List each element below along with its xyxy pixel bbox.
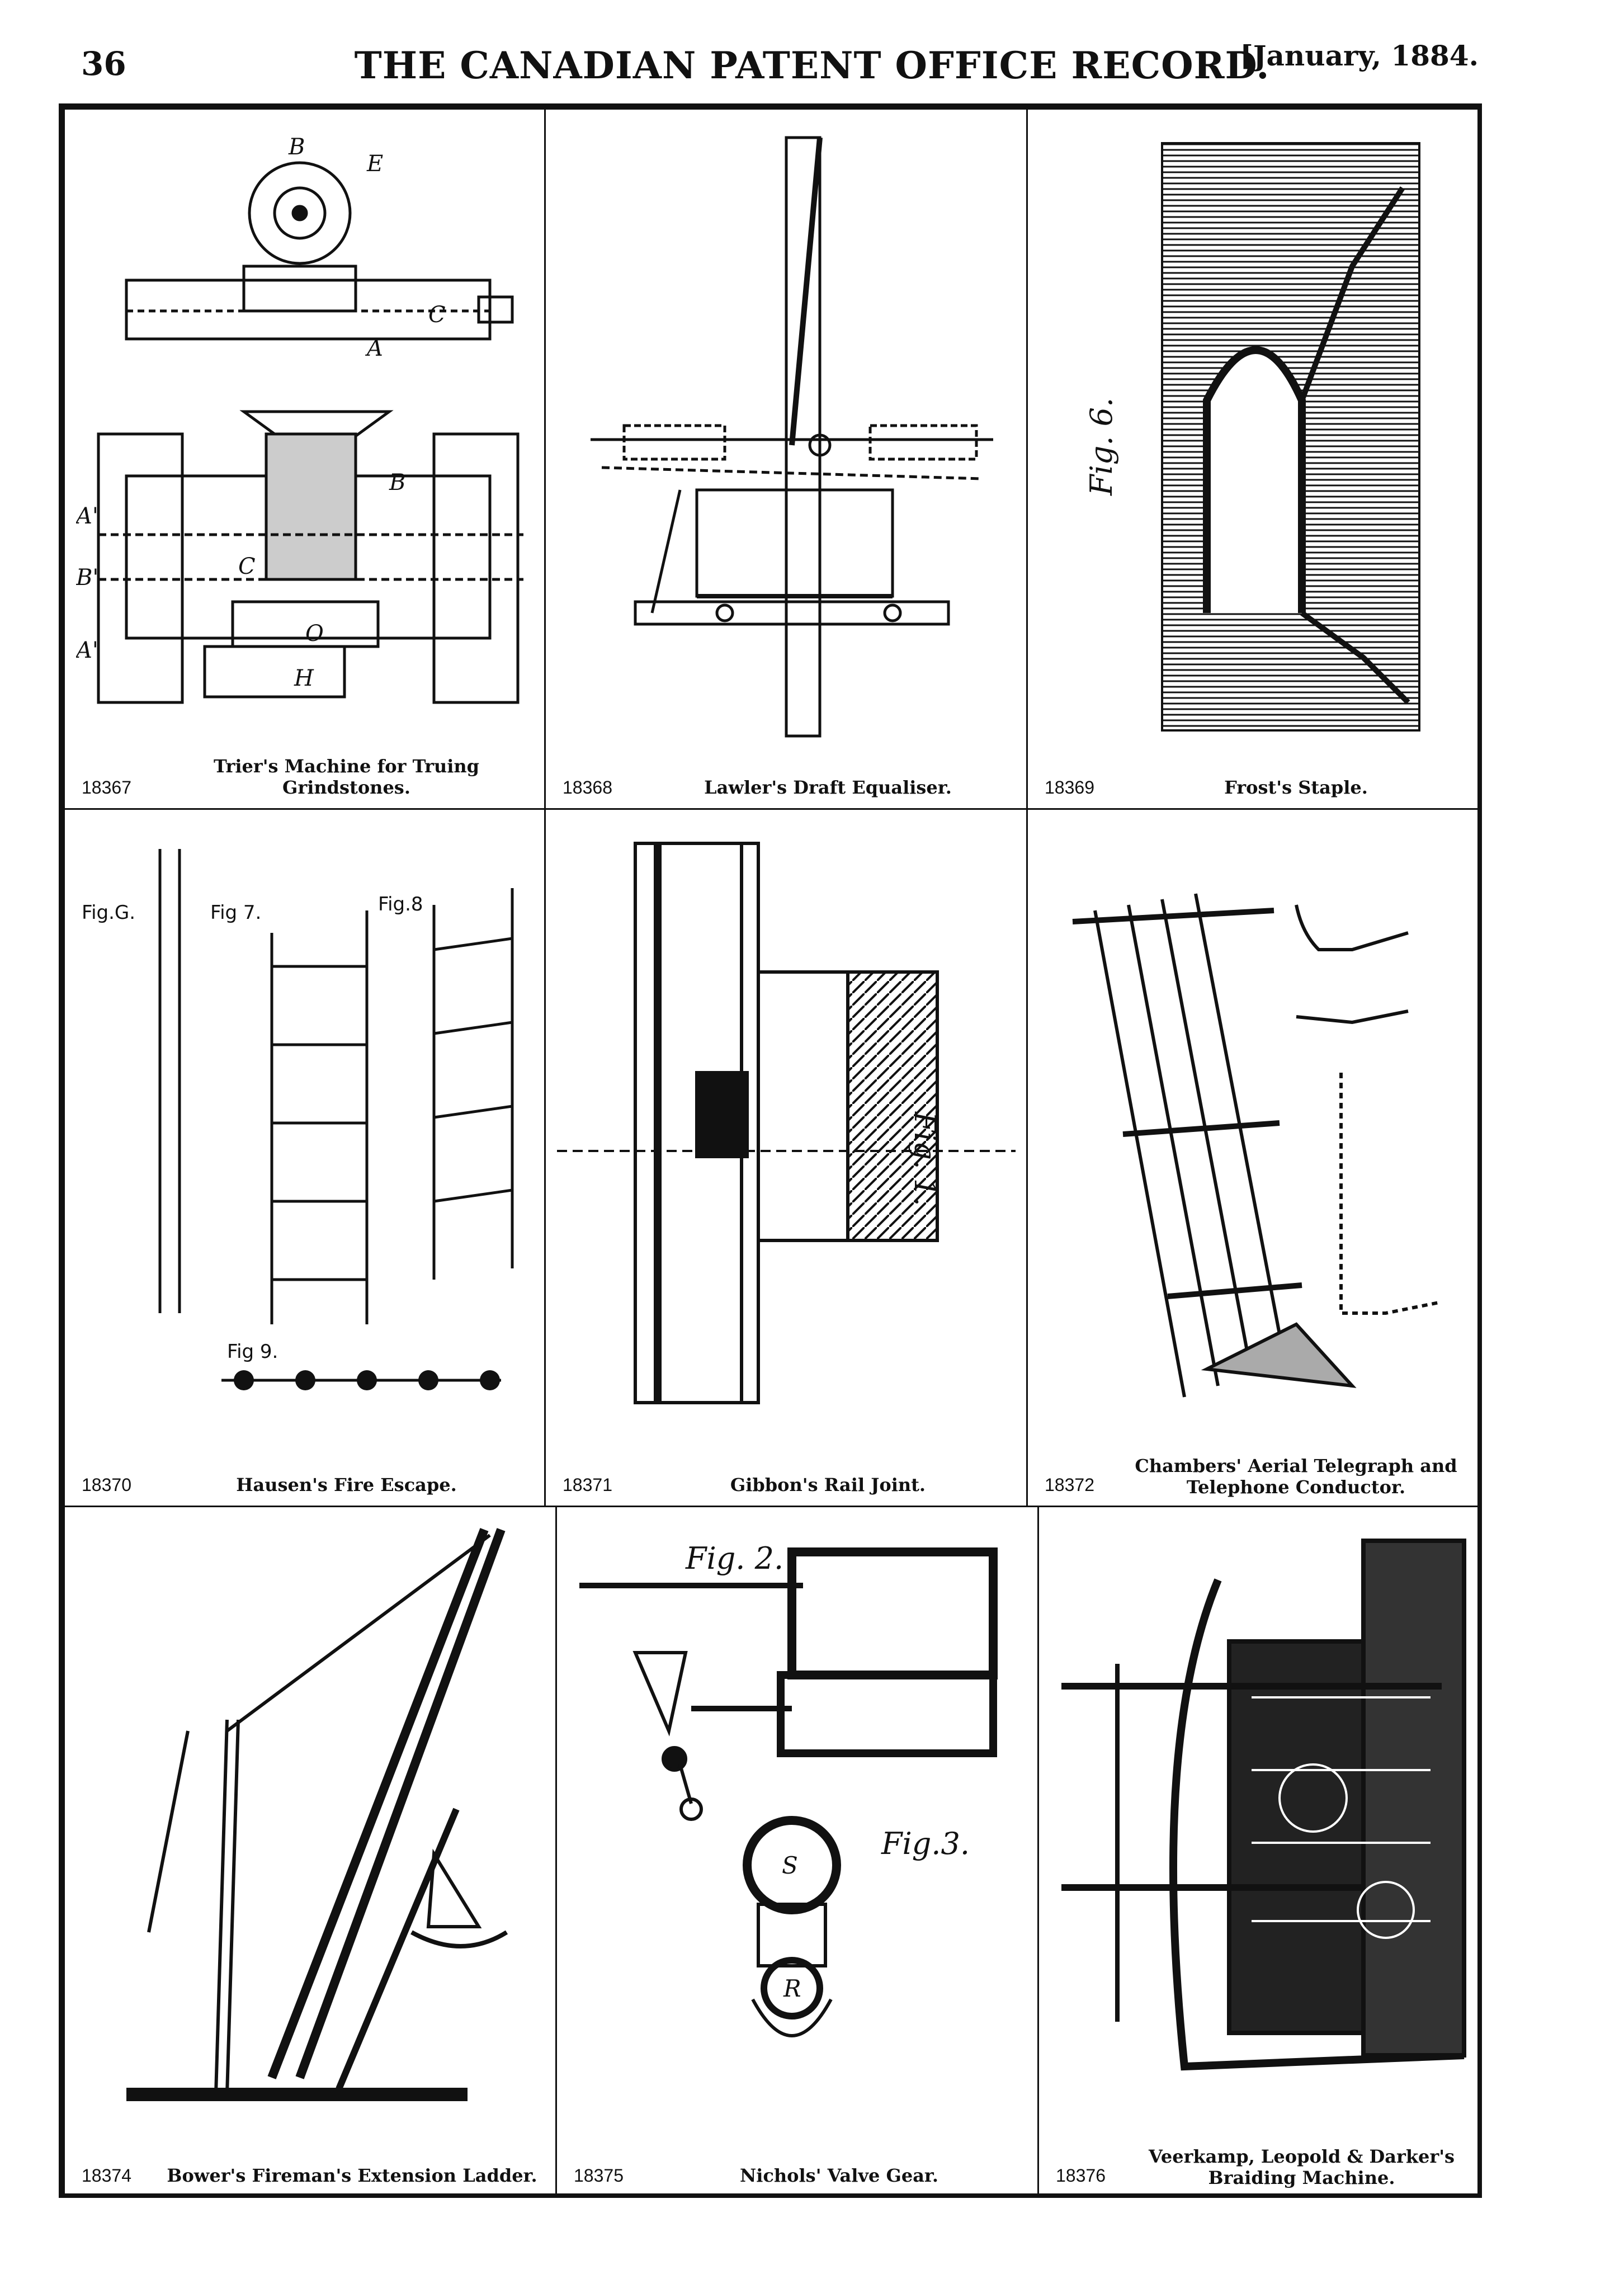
braiding-machine-drawing xyxy=(1061,1539,1466,2071)
figure-label: Fig. 1. xyxy=(908,1111,941,1206)
patent-cell-18371: Fig. 1. 18371 Gibbon's Rail Joint. xyxy=(544,808,1028,1507)
svg-text:R: R xyxy=(783,1975,801,2002)
patent-cell-18375: Fig. 2. Fig.3. S R xyxy=(555,1506,1039,2198)
page-number: 36 xyxy=(81,45,126,83)
svg-text:H: H xyxy=(294,666,314,691)
patent-cell-18370: Fig.G. Fig 7. Fig.8 Fig 9. xyxy=(63,808,546,1507)
svg-text:E: E xyxy=(366,151,383,177)
svg-text:C: C xyxy=(428,302,446,328)
patent-caption: 18371 Gibbon's Rail Joint. xyxy=(546,1451,1026,1501)
patent-number: 18368 xyxy=(563,777,612,798)
patent-name: Chambers' Aerial Telegraph and Telephone… xyxy=(1135,1455,1457,1498)
rail-joint-drawing: Fig. 1. xyxy=(557,842,1016,1404)
patent-caption: 18374 Bower's Fireman's Extension Ladder… xyxy=(65,2141,555,2192)
patent-cell-18374: 18374 Bower's Fireman's Extension Ladder… xyxy=(63,1506,557,2198)
figure-label: Fig 9. xyxy=(227,1341,278,1363)
patent-caption: 18375 Nichols' Valve Gear. xyxy=(557,2141,1037,2192)
patent-name: Hausen's Fire Escape. xyxy=(236,1474,457,1495)
patent-number: 18371 xyxy=(563,1475,612,1495)
svg-text:O: O xyxy=(305,621,324,647)
figure-label: Fig 7. xyxy=(210,902,261,924)
figure-label: Fig. 6. xyxy=(1084,398,1119,496)
patent-caption: 18368 Lawler's Draft Equaliser. xyxy=(546,753,1026,804)
patent-number: 18376 xyxy=(1056,2165,1106,2186)
svg-text:S: S xyxy=(782,1852,798,1879)
draft-equaliser-drawing xyxy=(591,136,993,738)
patent-number: 18374 xyxy=(82,2165,131,2186)
issue-date: [January, 1884. xyxy=(1240,39,1479,72)
extension-ladder-drawing xyxy=(126,1528,508,2101)
svg-text:A': A' xyxy=(76,503,98,529)
grindstone-machine-drawing: B E C A A' B' A' B C HO xyxy=(76,134,523,704)
patent-number: 18372 xyxy=(1045,1475,1094,1495)
svg-text:B': B' xyxy=(76,565,98,591)
patent-number: 18370 xyxy=(82,1475,131,1495)
patent-caption: 18367 Trier's Machine for Truing Grindst… xyxy=(65,753,544,804)
patent-number: 18369 xyxy=(1045,777,1094,798)
aerial-telegraph-drawing xyxy=(1072,893,1442,1398)
svg-text:A': A' xyxy=(76,638,98,663)
page-header: 36 THE CANADIAN PATENT OFFICE RECORD. [J… xyxy=(0,39,1624,101)
patent-name: Veerkamp, Leopold & Darker's Braiding Ma… xyxy=(1148,2146,1455,2188)
patent-name: Bower's Fireman's Extension Ladder. xyxy=(167,2165,537,2186)
svg-text:A: A xyxy=(365,336,383,361)
patent-cell-18369: Fig. 6. 18369 Frost's Staple. xyxy=(1026,108,1482,810)
patent-caption: 18369 Frost's Staple. xyxy=(1028,753,1480,804)
patent-name: Gibbon's Rail Joint. xyxy=(730,1474,926,1495)
valve-gear-drawing: Fig. 2. Fig.3. S R xyxy=(579,1541,998,2037)
figure-label: Fig.G. xyxy=(82,902,135,924)
patent-name: Frost's Staple. xyxy=(1224,777,1368,798)
patent-cell-18376: 18376 Veerkamp, Leopold & Darker's Braid… xyxy=(1037,1506,1482,2198)
patent-caption: 18370 Hausen's Fire Escape. xyxy=(65,1451,544,1501)
patent-number: 18367 xyxy=(82,777,131,798)
patent-cell-18372: 18372 Chambers' Aerial Telegraph and Tel… xyxy=(1026,808,1482,1507)
patent-name: Lawler's Draft Equaliser. xyxy=(704,777,952,798)
patent-number: 18375 xyxy=(574,2165,624,2186)
staple-drawing: Fig. 6. xyxy=(1084,142,1420,732)
patent-cell-18368: 18368 Lawler's Draft Equaliser. xyxy=(544,108,1028,810)
patent-caption: 18372 Chambers' Aerial Telegraph and Tel… xyxy=(1028,1440,1480,1501)
figure-label: Fig.8 xyxy=(378,893,423,916)
page-title: THE CANADIAN PATENT OFFICE RECORD. xyxy=(354,44,1270,87)
svg-text:C: C xyxy=(238,554,256,579)
svg-text:B: B xyxy=(389,470,405,496)
fire-escape-drawing: Fig.G. Fig 7. Fig.8 Fig 9. xyxy=(82,849,514,1390)
patent-caption: 18376 Veerkamp, Leopold & Darker's Braid… xyxy=(1039,2130,1480,2192)
figure-label: Fig. 2. xyxy=(685,1541,783,1576)
svg-text:B: B xyxy=(288,134,305,160)
figure-label: Fig.3. xyxy=(881,1826,970,1861)
patent-name: Nichols' Valve Gear. xyxy=(740,2165,938,2186)
patent-name: Trier's Machine for Truing Grindstones. xyxy=(213,756,479,798)
